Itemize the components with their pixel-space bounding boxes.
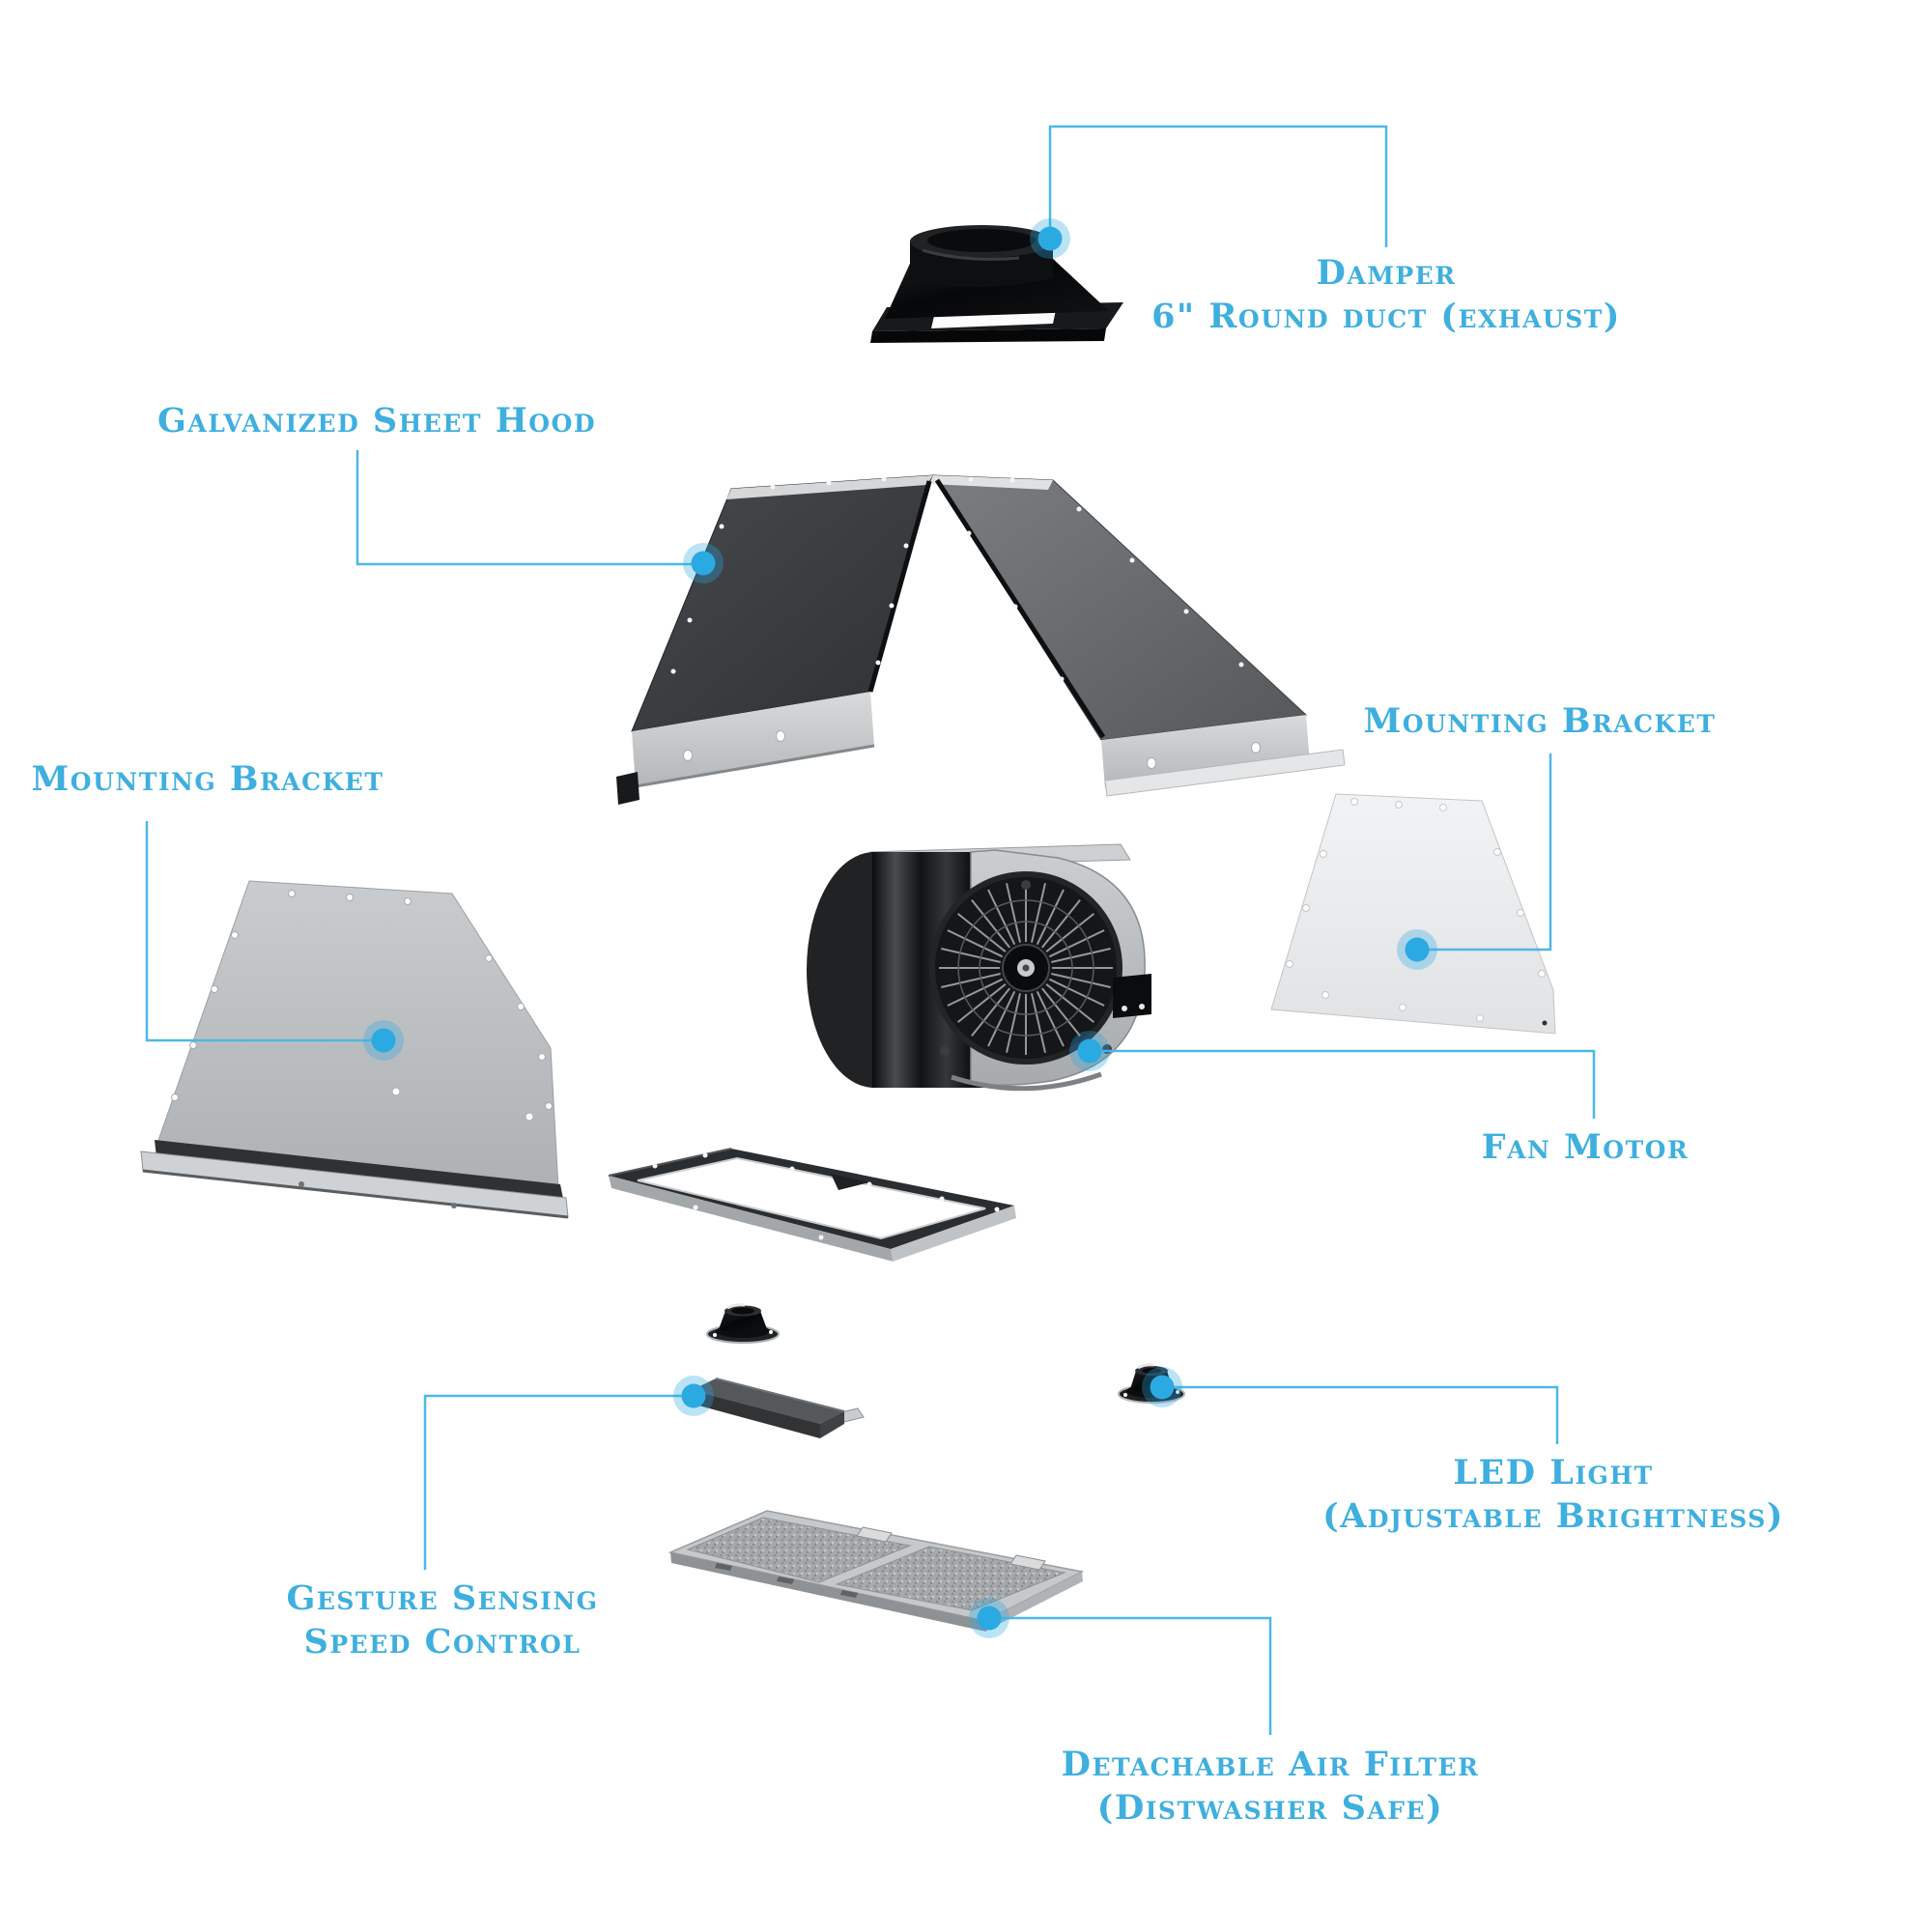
- connector-line-fan-motor: [1090, 1049, 1596, 1119]
- connector-line-filter: [989, 1616, 1272, 1735]
- gesture-sensor-bar-part: [692, 1378, 865, 1438]
- label-line: Speed Control: [303, 1622, 582, 1662]
- connector-dot-damper: [1030, 218, 1070, 259]
- mounting-bracket-right-part: [1270, 793, 1556, 1035]
- hood-mount-holes: [683, 730, 1261, 769]
- connector-dot-gesture: [673, 1376, 714, 1416]
- label-air-filter: Detachable Air Filter (Distwasher Safe): [1062, 1743, 1480, 1830]
- label-line: LED Light: [1453, 1453, 1654, 1492]
- label-damper: Damper 6" Round duct (exhaust): [1151, 251, 1621, 338]
- label-line: (Distwasher Safe): [1096, 1788, 1444, 1828]
- connector-dot-filter: [969, 1598, 1009, 1638]
- label-hood: Galvanized Sheet Hood: [157, 399, 596, 442]
- label-line: Detachable Air Filter: [1061, 1745, 1480, 1784]
- base-frame-part: [608, 1148, 1016, 1262]
- connector-dots: [363, 218, 1437, 1638]
- label-fan-motor: Fan Motor: [1482, 1125, 1689, 1169]
- fan-motor-part: [807, 843, 1151, 1092]
- label-line: Mounting Bracket: [1363, 701, 1717, 741]
- galvanized-sheet-hood-part: [616, 474, 1346, 805]
- connector-dot-hood: [683, 543, 724, 583]
- label-mounting-bracket-right: Mounting Bracket: [1364, 699, 1717, 743]
- label-line: (Adjustable Brightness): [1322, 1496, 1784, 1536]
- filter-slots: [715, 1563, 858, 1598]
- mounting-bracket-left-part: [140, 880, 569, 1219]
- connector-line-gesture: [423, 1394, 694, 1570]
- connector-dot-bracket-right: [1397, 929, 1437, 970]
- label-line: Galvanized Sheet Hood: [156, 401, 597, 440]
- label-line: Mounting Bracket: [31, 759, 384, 799]
- connector-line-hood: [355, 450, 703, 566]
- bracket-left-holes: [171, 890, 553, 1208]
- connector-line-bracket-right: [1417, 753, 1552, 952]
- fan-grille-spokes: [939, 881, 1113, 1055]
- connector-line-led: [1162, 1385, 1559, 1444]
- connector-dot-led: [1142, 1367, 1182, 1407]
- damper-duct-part: [870, 225, 1123, 343]
- connector-dot-fan-motor: [1069, 1031, 1110, 1071]
- frame-holes: [652, 1152, 1000, 1240]
- label-line: Gesture Sensing: [286, 1578, 599, 1618]
- connector-lines: [145, 125, 1596, 1735]
- bracket-right-holes: [1286, 798, 1548, 1026]
- label-line: Fan Motor: [1481, 1127, 1690, 1167]
- connector-line-bracket-left: [145, 821, 384, 1042]
- label-line: Damper: [1316, 253, 1457, 293]
- connector-dot-bracket-left: [363, 1020, 404, 1061]
- label-mounting-bracket-left: Mounting Bracket: [32, 757, 384, 801]
- label-led-light: LED Light (Adjustable Brightness): [1322, 1451, 1784, 1538]
- connector-line-damper: [1048, 125, 1388, 247]
- air-filter-part: [668, 1510, 1085, 1632]
- label-line: 6" Round duct (exhaust): [1151, 297, 1621, 336]
- led-light-left-part: [706, 1303, 780, 1344]
- label-gesture-control: Gesture Sensing Speed Control: [286, 1577, 598, 1663]
